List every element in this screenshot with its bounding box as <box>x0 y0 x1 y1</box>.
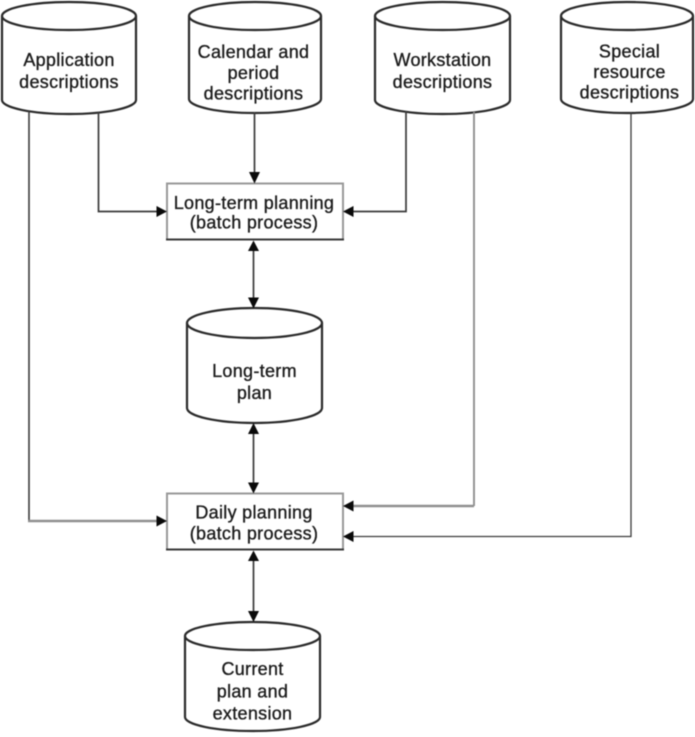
svg-text:Long-term planning: Long-term planning <box>174 193 335 213</box>
svg-text:extension: extension <box>213 704 293 724</box>
svg-text:(batch process): (batch process) <box>190 524 319 544</box>
svg-text:descriptions: descriptions <box>19 72 119 92</box>
svg-text:(batch process): (batch process) <box>190 212 319 232</box>
svg-text:descriptions: descriptions <box>580 83 680 103</box>
svg-text:Special: Special <box>599 42 660 62</box>
svg-text:descriptions: descriptions <box>393 72 493 92</box>
svg-text:Daily planning: Daily planning <box>195 503 312 523</box>
svg-text:Application: Application <box>23 50 114 70</box>
svg-text:plan: plan <box>237 383 272 403</box>
svg-text:descriptions: descriptions <box>204 84 304 104</box>
svg-text:period: period <box>228 63 280 83</box>
svg-text:Calendar and: Calendar and <box>198 42 310 62</box>
svg-text:Current: Current <box>221 659 283 679</box>
svg-text:Workstation: Workstation <box>393 50 491 70</box>
svg-text:plan and: plan and <box>217 682 288 702</box>
svg-text:resource: resource <box>593 62 665 82</box>
svg-text:Long-term: Long-term <box>212 361 297 381</box>
